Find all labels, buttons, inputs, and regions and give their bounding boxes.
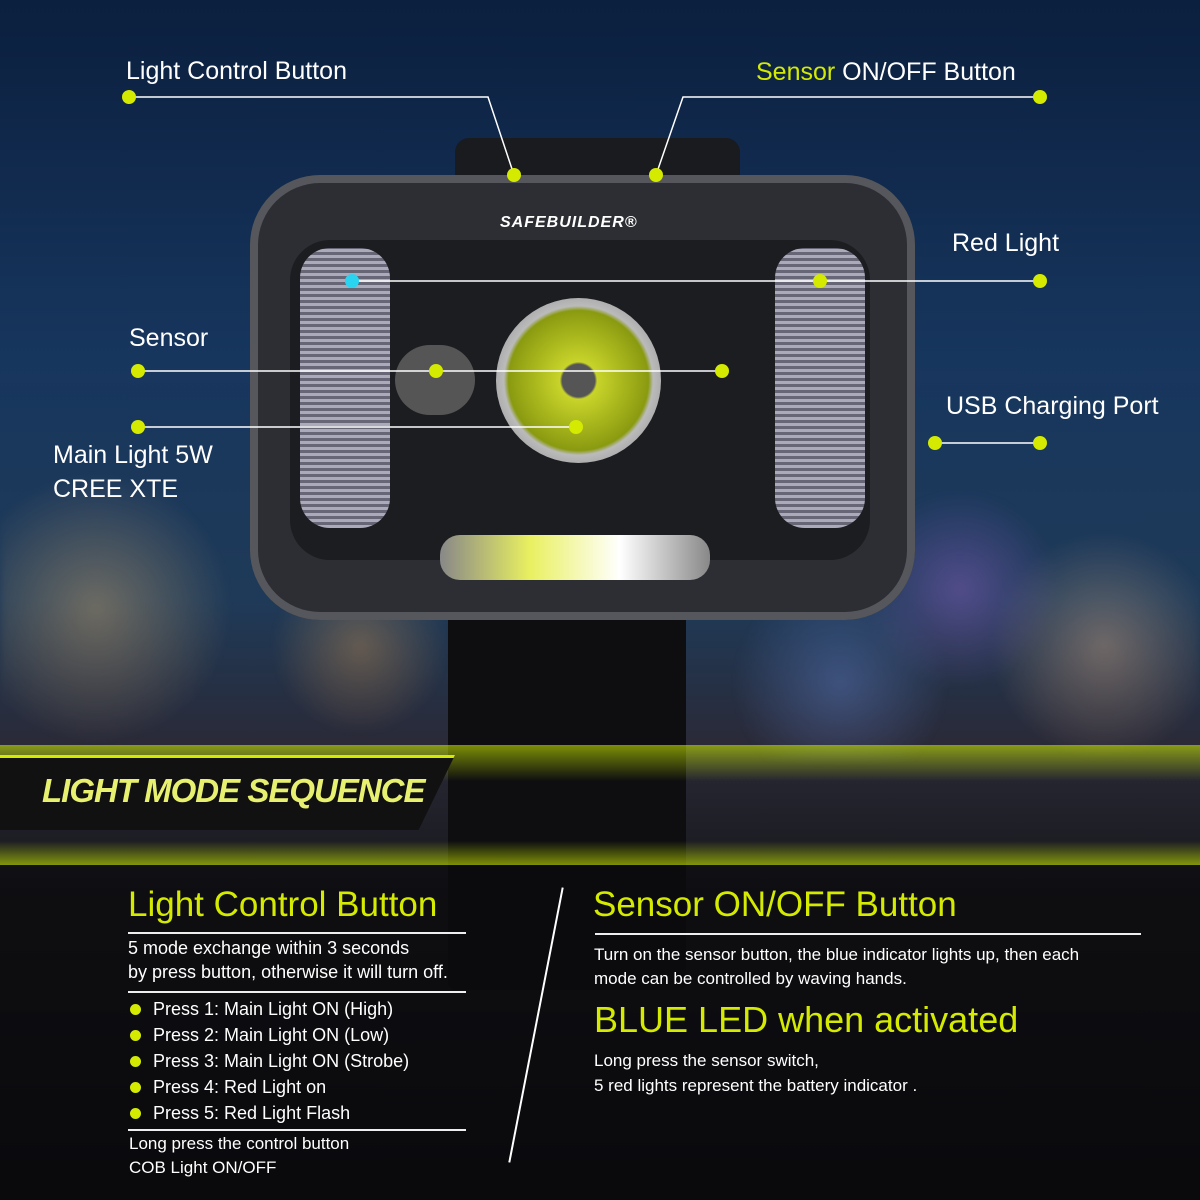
mode-label: Press 4: Red Light on <box>153 1076 327 1097</box>
right-note-line1: Long press the sensor switch, <box>594 1051 819 1070</box>
divider-rule <box>128 991 466 993</box>
mode-label: Press 1: Main Light ON (High) <box>153 998 394 1019</box>
bullet-icon <box>130 1029 141 1041</box>
bullet-icon <box>130 1107 141 1119</box>
mode-banner <box>0 755 455 830</box>
cob-light <box>440 535 710 580</box>
mode-item: Press 5: Red Light Flash <box>130 1100 409 1126</box>
right-note-line2: 5 red lights represent the battery indic… <box>594 1076 918 1095</box>
callout-sensor-button: Sensor ON/OFF Button <box>756 58 1016 87</box>
right-title: Sensor ON/OFF Button <box>593 885 957 924</box>
left-desc-line2: by press button, otherwise it will turn … <box>128 962 448 982</box>
callout-sensor-prefix: Sensor <box>756 58 836 86</box>
brand-logo: SAFEBUILDER® <box>500 214 638 231</box>
mode-item: Press 2: Main Light ON (Low) <box>130 1022 409 1048</box>
info-panel <box>0 865 1200 1200</box>
callout-red-light: Red Light <box>952 229 1060 257</box>
left-note-line2: COB Light ON/OFF <box>129 1158 277 1177</box>
callout-usb-port: USB Charging Port <box>946 392 1159 420</box>
callout-sensor: Sensor <box>129 324 209 352</box>
callout-main-light-line1: Main Light 5W <box>53 441 213 469</box>
left-desc-line1: 5 mode exchange within 3 seconds <box>128 938 410 958</box>
mode-item: Press 4: Red Light on <box>130 1074 409 1100</box>
mode-label: Press 5: Red Light Flash <box>153 1102 351 1123</box>
mode-list: Press 1: Main Light ON (High) Press 2: M… <box>130 996 409 1126</box>
callout-main-light-line2: CREE XTE <box>53 475 179 503</box>
divider-rule <box>595 933 1141 935</box>
mode-banner-title: LIGHT MODE SEQUENCE <box>42 772 426 809</box>
left-title: Light Control Button <box>128 885 438 924</box>
mode-item: Press 1: Main Light ON (High) <box>130 996 409 1022</box>
divider-rule <box>128 932 466 934</box>
red-light-left <box>300 248 390 528</box>
callout-lines <box>122 90 1047 450</box>
mode-label: Press 2: Main Light ON (Low) <box>153 1024 390 1045</box>
main-light-lens <box>496 298 661 463</box>
callout-sensor-rest: ON/OFF Button <box>835 58 1016 86</box>
divider-rule <box>128 1129 466 1131</box>
mode-label: Press 3: Main Light ON (Strobe) <box>153 1050 410 1071</box>
right-desc-line1: Turn on the sensor button, the blue indi… <box>594 945 1080 964</box>
right-highlight: BLUE LED when activated <box>594 999 1019 1040</box>
red-light-right <box>775 248 865 528</box>
mode-item: Press 3: Main Light ON (Strobe) <box>130 1048 409 1074</box>
bullet-icon <box>130 1081 141 1093</box>
bullet-icon <box>130 1055 141 1067</box>
left-note-line1: Long press the control button <box>129 1134 350 1153</box>
right-desc-line2: mode can be controlled by waving hands. <box>594 969 907 988</box>
callout-light-control-button: Light Control Button <box>126 57 347 85</box>
bullet-icon <box>130 1003 141 1015</box>
sensor-window <box>395 345 475 415</box>
